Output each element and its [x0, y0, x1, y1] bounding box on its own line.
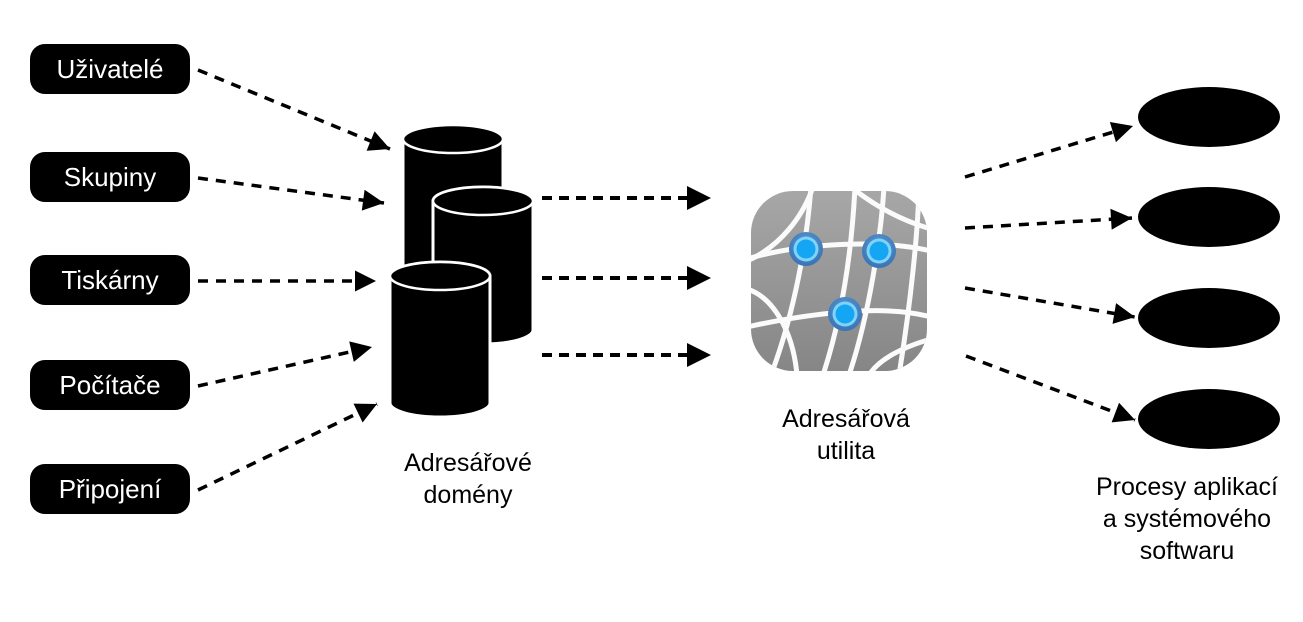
caption-line: Adresářové [404, 449, 532, 477]
source-label-box [30, 44, 190, 94]
source-label-text: Počítače [59, 370, 160, 400]
source-label-groups: Skupiny [30, 152, 190, 202]
dashed-arrow [964, 286, 1136, 324]
caption-line: softwaru [1140, 537, 1234, 565]
source-label-box [30, 360, 190, 410]
caption-line: utilita [817, 437, 875, 465]
process-ellipse [1138, 87, 1280, 147]
source-label-box [30, 464, 190, 514]
network-node-dot [862, 234, 896, 268]
caption-line: Procesy aplikací [1096, 473, 1278, 501]
arrows-utility-to-processes [964, 122, 1136, 423]
source-label-text: Připojení [59, 474, 162, 504]
dashed-arrow [197, 402, 378, 492]
source-label-computers: Počítače [30, 360, 190, 410]
dashed-arrow [964, 122, 1134, 179]
caption-line: domény [424, 481, 513, 509]
dashed-arrow [197, 68, 391, 151]
source-label-text: Skupiny [64, 162, 157, 192]
arrows-domains-to-utility [542, 186, 711, 367]
directory-utility-icon [751, 191, 927, 371]
arrows-sources-to-domains [197, 68, 391, 492]
source-label-box [30, 255, 190, 305]
source-label-box [30, 152, 190, 202]
directory-domains-caption: Adresářové domény [404, 449, 532, 509]
network-node-dot [789, 232, 823, 266]
source-label-text: Uživatelé [57, 54, 164, 84]
process-ellipse [1138, 187, 1280, 247]
process-ellipse [1138, 389, 1280, 449]
source-label-text: Tiskárny [61, 265, 158, 295]
source-label-printers: Tiskárny [30, 255, 190, 305]
source-label-connections: Připojení [30, 464, 190, 514]
network-node-dot [828, 297, 862, 331]
process-ellipses [1138, 87, 1280, 449]
source-label-users: Uživatelé [30, 44, 190, 94]
caption-line: a systémového [1103, 505, 1271, 533]
dashed-arrow [197, 176, 385, 211]
processes-caption: Procesy aplikací a systémového softwaru [1096, 473, 1278, 565]
dashed-arrow [964, 208, 1133, 230]
directory-domain-cylinder [388, 260, 492, 419]
caption-line: Adresářová [782, 405, 910, 433]
network-grid-lines [751, 191, 927, 371]
process-ellipse [1138, 288, 1280, 348]
dashed-arrow [965, 354, 1136, 423]
directory-utility-caption: Adresářová utilita [782, 405, 910, 465]
dashed-arrow [197, 341, 373, 388]
directory-domains-cylinders [388, 123, 535, 419]
